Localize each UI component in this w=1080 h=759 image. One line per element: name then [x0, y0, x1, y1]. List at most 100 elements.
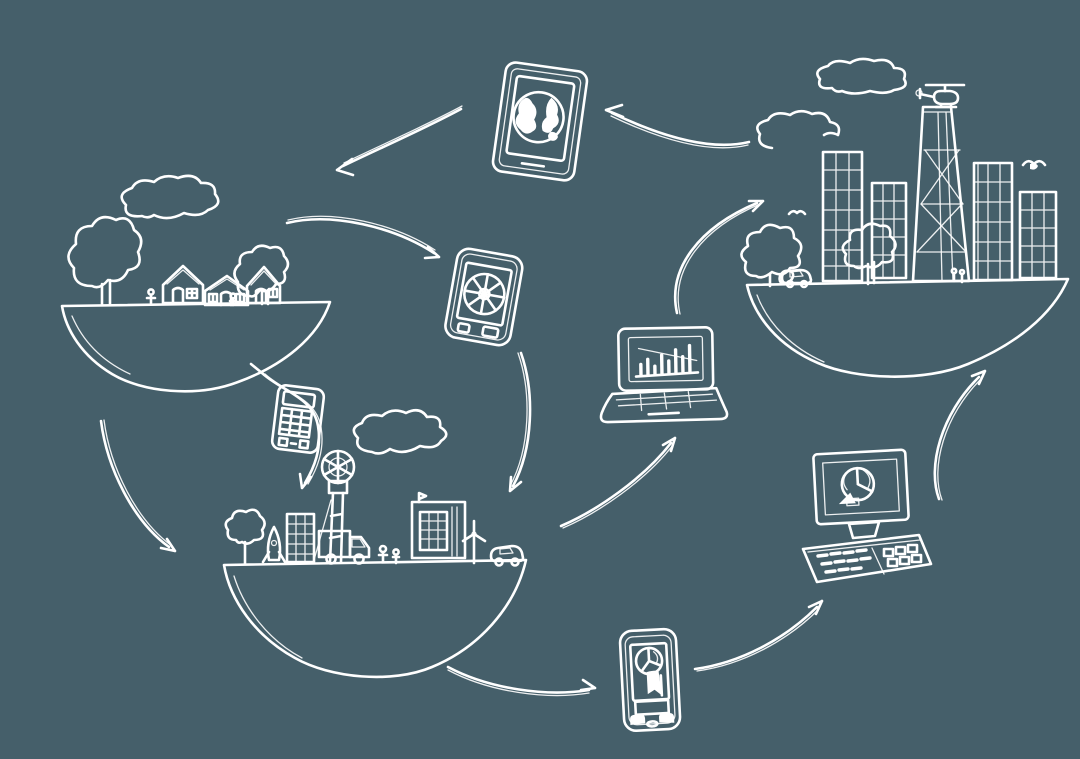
arrow-smartphone-pie-to-desktop	[693, 599, 824, 672]
truck-wheel-front	[353, 553, 365, 565]
village-house-3	[245, 265, 282, 305]
building-outline	[870, 181, 908, 280]
arrow-village-to-town	[99, 419, 177, 553]
village-island-inner-line	[71, 315, 131, 375]
tower-floors	[916, 149, 967, 253]
arrow-shaft	[610, 111, 751, 147]
arrow-city-to-tablet	[604, 103, 751, 149]
desktop-pie-chart	[801, 448, 933, 584]
city-island	[740, 57, 1070, 378]
keyboard	[801, 533, 933, 584]
smartphone-pie	[618, 627, 682, 733]
arrow-smartphone-to-town	[508, 351, 532, 493]
heli-body	[932, 89, 960, 106]
chart-trend-line	[637, 347, 698, 362]
building-outline	[1018, 190, 1058, 280]
radio-tower	[313, 449, 356, 564]
laptop-key-rows	[615, 390, 718, 412]
screen-stem-line	[659, 674, 664, 697]
arrow-shaft	[511, 351, 532, 488]
arrow-shaft-echo	[343, 105, 463, 164]
tower-mast	[328, 491, 345, 564]
turbine-hub	[471, 531, 477, 537]
keyboard-edge	[807, 539, 921, 553]
arrow-shaft-echo	[287, 215, 436, 251]
pie-arc	[652, 651, 659, 665]
arrow-shaft-echo	[937, 377, 983, 501]
arrow-shaft	[674, 201, 759, 315]
arrow-shaft-echo	[677, 203, 761, 315]
screen-bottom-bar	[633, 698, 671, 717]
city-cloud-left	[756, 109, 841, 150]
house-window	[267, 287, 279, 299]
city-building-d	[1018, 190, 1058, 280]
town-truck	[317, 529, 371, 565]
tower-columns	[922, 111, 954, 282]
town-cloud	[352, 408, 448, 455]
tower-outline	[911, 105, 971, 283]
village-person-1-head	[147, 288, 155, 296]
feature-phone-keypad	[277, 406, 314, 439]
laptop-trackpad	[647, 411, 680, 416]
bar-chart-icon	[634, 343, 700, 378]
tower-braces	[916, 149, 967, 253]
village-island	[60, 174, 332, 393]
heli-tail-rotor	[915, 89, 923, 97]
village-cloud	[120, 174, 220, 220]
feature-phone-key-right	[298, 439, 310, 450]
village-tree-left	[67, 215, 143, 289]
sketch-root	[60, 57, 1070, 733]
city-car	[780, 268, 813, 289]
car-body	[489, 544, 525, 563]
arrow-shaft-echo	[562, 444, 674, 529]
arrow-head	[579, 678, 597, 692]
village-island-ground	[60, 300, 332, 393]
feature-phone-key-left	[277, 436, 289, 448]
arrow-village-to-smartphone	[285, 215, 441, 260]
globe-icon	[512, 90, 565, 144]
city-person-2-head	[958, 268, 966, 276]
keyboard-outline	[801, 533, 933, 584]
house-door	[254, 287, 268, 305]
arrow-head	[508, 475, 523, 493]
village-house-1	[161, 264, 205, 305]
arrow-head	[661, 436, 677, 453]
arrow-town-to-laptop	[559, 436, 677, 529]
village-person-2	[228, 297, 238, 307]
car-window	[499, 547, 514, 555]
pie-chart-icon	[838, 466, 876, 507]
city-island-inner-line	[756, 294, 825, 363]
town-island-ground	[222, 558, 528, 679]
arrow-tablet-to-village	[335, 105, 463, 177]
city-building-b	[870, 181, 908, 280]
bird-right-body	[1030, 163, 1038, 170]
feature-phone-key-mid	[289, 442, 298, 446]
keyboard-divider	[871, 547, 885, 575]
arrow-shaft-echo	[509, 352, 528, 487]
tablet-inner-frame	[498, 68, 582, 175]
arrow-head	[807, 599, 824, 616]
arrow-head	[335, 157, 355, 177]
arrow-shaft	[446, 665, 591, 694]
smartphone-wheel	[444, 247, 524, 347]
feature-phone-outline	[270, 384, 326, 454]
house-roof-line	[209, 278, 245, 291]
feature-phone	[270, 384, 326, 454]
rocket-body	[266, 525, 282, 562]
car-wheel-left	[785, 279, 795, 289]
office-side-stripes	[451, 506, 458, 557]
arrow-shaft	[341, 107, 463, 168]
laptop-screen-inner	[627, 335, 704, 383]
truck-wheel-rear	[325, 553, 337, 565]
chart-baseline	[634, 371, 700, 378]
tower-antenna-spokes	[322, 449, 354, 485]
phone-screen	[455, 261, 513, 327]
phone-home-button	[646, 720, 659, 728]
apartment-outline	[285, 512, 316, 564]
city-cloud-top	[816, 57, 907, 95]
arrow-head	[604, 103, 625, 119]
town-car	[489, 544, 525, 567]
